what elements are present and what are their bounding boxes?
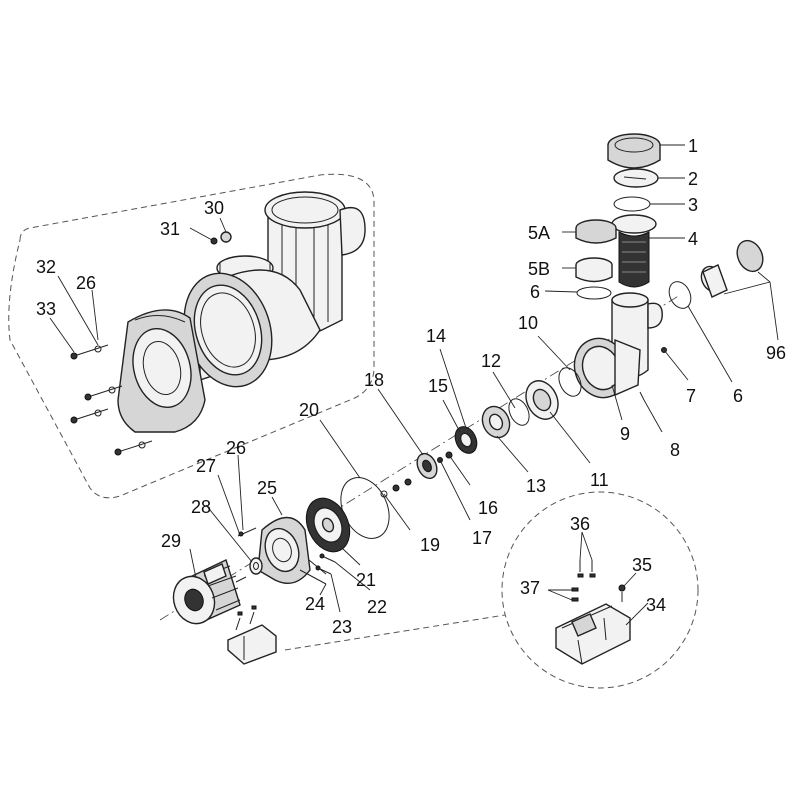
strainer-basket-4 (611, 214, 657, 288)
callout-10: 10 (518, 313, 538, 333)
callout-5a: 5A (528, 223, 550, 243)
lid-oring-3 (613, 196, 651, 212)
callout-14: 14 (426, 326, 446, 346)
seal-plate-21 (305, 497, 351, 553)
callout-96: 96 (766, 343, 786, 363)
callout-15: 15 (428, 376, 448, 396)
shims-19 (380, 478, 412, 498)
leader-lines (49, 144, 779, 626)
pump-housing (117, 191, 366, 433)
callout-31: 31 (160, 219, 180, 239)
callout-11: 11 (590, 470, 609, 490)
oring-12 (508, 398, 530, 426)
seal-ring-10 (558, 367, 582, 397)
motor-29 (172, 559, 247, 625)
callout-4: 4 (688, 229, 698, 249)
callout-6-right: 6 (733, 386, 743, 406)
housing-group-outline (8, 173, 375, 499)
callout-3: 3 (688, 195, 698, 215)
diffuser-11 (525, 380, 559, 420)
callout-13: 13 (526, 476, 546, 496)
lock-ring-1 (607, 133, 661, 169)
screws-22-23 (315, 553, 336, 575)
callout-9: 9 (620, 424, 630, 444)
callout-26-upper: 26 (76, 273, 96, 293)
callout-34: 34 (646, 595, 666, 615)
callout-8: 8 (670, 440, 680, 460)
washers-16-17 (437, 451, 453, 463)
seal-13 (481, 405, 511, 439)
lid-2 (613, 168, 659, 188)
callout-5b: 5B (528, 259, 550, 279)
callout-20: 20 (299, 400, 319, 420)
union-fittings-96 (668, 239, 764, 309)
callout-22: 22 (367, 597, 387, 617)
impeller-18 (416, 452, 438, 480)
motor-foot-base (227, 605, 277, 665)
plug-and-oring-30-31 (210, 231, 232, 245)
callout-30: 30 (204, 198, 224, 218)
callout-21: 21 (356, 570, 376, 590)
washer-28 (249, 557, 263, 575)
ring-5a (575, 219, 617, 244)
screws-36 (577, 560, 596, 578)
callout-24: 24 (305, 594, 325, 614)
callout-35: 35 (632, 555, 652, 575)
base-detail-outline (501, 491, 699, 689)
callout-26-lower: 26 (226, 438, 246, 458)
callout-29: 29 (161, 531, 181, 551)
callout-7: 7 (686, 386, 696, 406)
oring-6-top (576, 286, 612, 300)
callout-25: 25 (257, 478, 277, 498)
callout-27: 27 (196, 456, 216, 476)
screw-35 (618, 584, 626, 602)
seal-14-15 (454, 426, 478, 454)
callout-2: 2 (688, 169, 698, 189)
callout-33: 33 (36, 299, 56, 319)
callout-32: 32 (36, 257, 56, 277)
callout-16: 16 (478, 498, 498, 518)
housing-bolts-32-33 (70, 344, 153, 456)
bolts-26-27 (237, 527, 257, 537)
base-detail-connector (284, 614, 506, 651)
ring-5b (575, 257, 613, 283)
callout-labels: 1 2 3 4 5A 5B 6 6 7 8 9 10 11 12 13 14 1… (36, 136, 786, 637)
callout-37: 37 (520, 578, 540, 598)
callout-36: 36 (570, 514, 590, 534)
callout-1: 1 (688, 136, 698, 156)
callout-19: 19 (420, 535, 440, 555)
callout-17: 17 (472, 528, 492, 548)
callout-23: 23 (332, 617, 352, 637)
callout-12: 12 (481, 351, 501, 371)
callout-6-top: 6 (530, 282, 540, 302)
pump-body-9 (573, 292, 667, 401)
base-assembly-34 (555, 603, 631, 665)
callout-18: 18 (364, 370, 384, 390)
motor-adapter-25 (257, 516, 327, 585)
callout-28: 28 (191, 497, 211, 517)
clips-37 (571, 587, 579, 602)
